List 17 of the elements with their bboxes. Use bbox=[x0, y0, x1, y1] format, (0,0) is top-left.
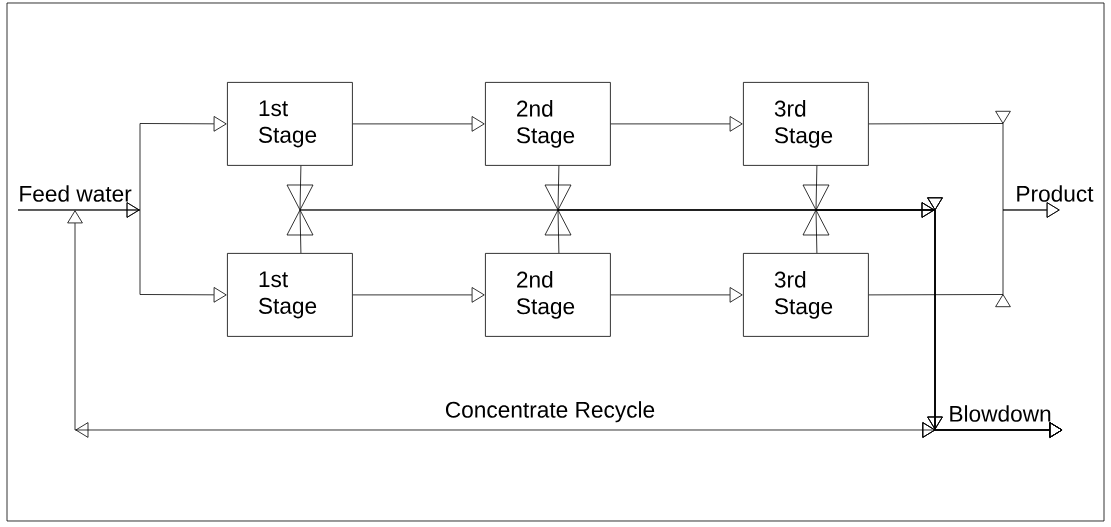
arrow bbox=[610, 116, 743, 132]
edge-label: Concentrate Recycle bbox=[445, 401, 655, 423]
stage-box: 2nd Stage bbox=[485, 253, 611, 337]
arrow bbox=[67, 210, 936, 438]
flow-label: Feed water bbox=[20, 185, 132, 202]
stage-box: 1st Stage bbox=[227, 82, 353, 166]
arrow bbox=[352, 116, 485, 132]
stage-box: 2nd Stage bbox=[485, 82, 611, 166]
arrow bbox=[868, 202, 1060, 308]
flow-label: Product bbox=[1017, 185, 1094, 202]
stage-box: 3rd Stage bbox=[743, 82, 869, 166]
stage-box: 3rd Stage bbox=[743, 253, 869, 337]
arrow bbox=[352, 287, 485, 303]
stage-box: 1st Stage bbox=[227, 253, 353, 337]
arrow bbox=[610, 287, 743, 303]
flow-label: Blowdown bbox=[950, 405, 1051, 422]
arrow bbox=[17, 202, 227, 303]
